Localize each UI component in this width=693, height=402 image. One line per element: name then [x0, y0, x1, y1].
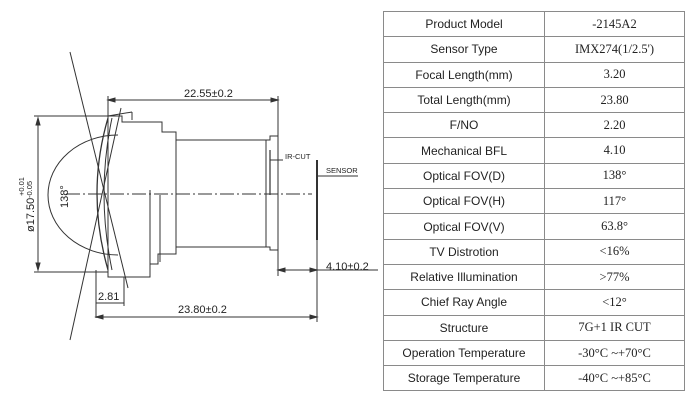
dim-arrows-bfl	[276, 267, 319, 273]
spec-label: Storage Temperature	[383, 365, 545, 392]
spec-row: Relative Illumination>77%	[383, 263, 685, 291]
dim-label-flange: 2.81	[98, 291, 120, 303]
spec-label: Optical FOV(H)	[383, 188, 545, 215]
dim-label-total: 23.80±0.2	[178, 304, 227, 316]
spec-value: 63.8°	[544, 213, 685, 240]
fov-line-lower	[69, 107, 122, 341]
spec-row: TV Distrotion<16%	[383, 238, 685, 265]
spec-value: 3.20	[544, 61, 685, 88]
spec-label: Total Length(mm)	[383, 86, 545, 114]
spec-value: 138°	[544, 162, 685, 190]
dim-label-overall: 22.55±0.2	[184, 88, 233, 100]
label-sensor: SENSOR	[326, 166, 358, 175]
spec-label: Product Model	[383, 10, 545, 38]
label-ir-cut: IR-CUT	[285, 152, 311, 161]
front-lens-inner-curve	[103, 117, 113, 271]
barrel-front-lip	[107, 111, 133, 117]
dim-arrows-top	[106, 97, 280, 103]
spec-value: 117°	[544, 188, 685, 215]
fov-line-upper	[69, 51, 129, 289]
spec-value: 7G+1 IR CUT	[544, 314, 685, 341]
spec-row: Optical FOV(V)63.8°	[383, 213, 685, 240]
dim-label-diameter-tol-bottom: -0.05	[25, 180, 34, 198]
spec-label: TV Distrotion	[383, 238, 545, 265]
spec-value: >77%	[544, 263, 685, 291]
spec-label: Mechanical BFL	[383, 137, 545, 164]
spec-label: Sensor Type	[383, 36, 545, 63]
spec-value: -2145A2	[544, 10, 685, 38]
lens-barrel-outline	[107, 115, 279, 278]
dim-label-angle: 138°	[59, 185, 71, 208]
spec-label: Optical FOV(V)	[383, 213, 545, 240]
dim-label-diameter: ø17.50	[25, 197, 37, 232]
fov-angle-arc	[47, 134, 119, 256]
spec-label: F/NO	[383, 112, 545, 139]
spec-label: Optical FOV(D)	[383, 162, 545, 190]
spec-row: Optical FOV(D)138°	[383, 162, 685, 190]
spec-row: Chief Ray Angle<12°	[383, 289, 685, 316]
spec-label: Focal Length(mm)	[383, 61, 545, 88]
spec-label: Operation Temperature	[383, 339, 545, 367]
dim-arrows-diameter	[35, 116, 41, 272]
spec-row: Operation Temperature-30°C ~+70°C	[383, 339, 685, 367]
spec-row: Optical FOV(H)117°	[383, 188, 685, 215]
spec-value: -30°C ~+70°C	[544, 339, 685, 367]
spec-value: <16%	[544, 238, 685, 265]
spec-value: 4.10	[544, 137, 685, 164]
spec-row: Product Model-2145A2	[383, 10, 685, 38]
spec-row: Storage Temperature-40°C ~+85°C	[383, 365, 685, 392]
spec-row: Focal Length(mm)3.20	[383, 61, 685, 88]
spec-value: 23.80	[544, 86, 685, 114]
spec-row: Total Length(mm)23.80	[383, 86, 685, 114]
dim-arrows-total	[94, 314, 319, 320]
spec-value: 2.20	[544, 112, 685, 139]
spec-value: <12°	[544, 289, 685, 316]
spec-label: Chief Ray Angle	[383, 289, 545, 316]
spec-value: IMX274(1/2.5')	[544, 36, 685, 63]
lens-technical-drawing: 22.55±0.2 4.10±0.2 2.81 23.80±0.2 ø17.50…	[17, 51, 378, 341]
spec-label: Structure	[383, 314, 545, 341]
spec-value: -40°C ~+85°C	[544, 365, 685, 392]
lens-outline-svg	[34, 51, 378, 341]
spec-label: Relative Illumination	[383, 263, 545, 291]
dim-label-bfl: 4.10±0.2	[326, 261, 369, 273]
